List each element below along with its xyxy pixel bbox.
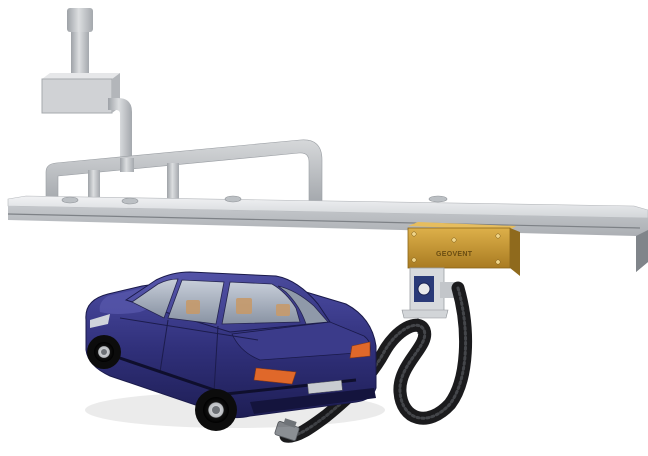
car <box>85 272 385 431</box>
car-wheel-front <box>87 335 121 369</box>
trolley-body <box>408 228 510 268</box>
car-wheel-rear <box>195 389 237 431</box>
duct-drop-2 <box>167 163 179 200</box>
extraction-rail <box>8 196 648 272</box>
ductwork <box>42 8 322 205</box>
valve-dial <box>418 283 430 295</box>
duct-stack-cap <box>67 8 93 32</box>
duct-elbow <box>108 98 132 165</box>
valve-bracket <box>402 310 448 318</box>
trolley-side <box>510 228 520 276</box>
fan-box-top <box>42 73 120 79</box>
trolley-brand-label: GEOVENT <box>436 251 473 258</box>
duct-drop-1 <box>88 170 100 200</box>
duct-stub <box>120 158 134 172</box>
duct-header <box>46 140 322 205</box>
fan-box <box>42 79 112 113</box>
rail-end <box>636 230 648 272</box>
